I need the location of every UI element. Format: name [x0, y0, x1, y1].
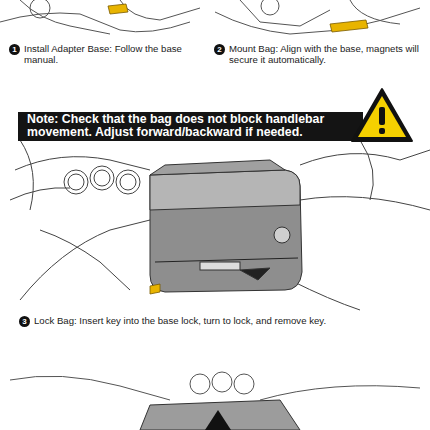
callout-number: 1 — [9, 44, 20, 55]
note-text: Note: Check that the bag does not block … — [27, 112, 324, 139]
step-text: Lock Bag: Insert key into the base lock,… — [34, 315, 426, 326]
step-text: Mount Bag: Align with the base, magnets … — [229, 43, 424, 65]
callout-text: 1 — [12, 46, 16, 54]
note-band: Note: Check that the bag does not block … — [18, 112, 363, 141]
callout-text: 2 — [217, 46, 221, 54]
callout-text: 3 — [22, 318, 26, 326]
callout-number: 3 — [19, 316, 30, 327]
warning-symbol — [350, 87, 414, 143]
callout-number: 2 — [214, 44, 225, 55]
step-text: Install Adapter Base: Follow the base ma… — [24, 43, 202, 65]
